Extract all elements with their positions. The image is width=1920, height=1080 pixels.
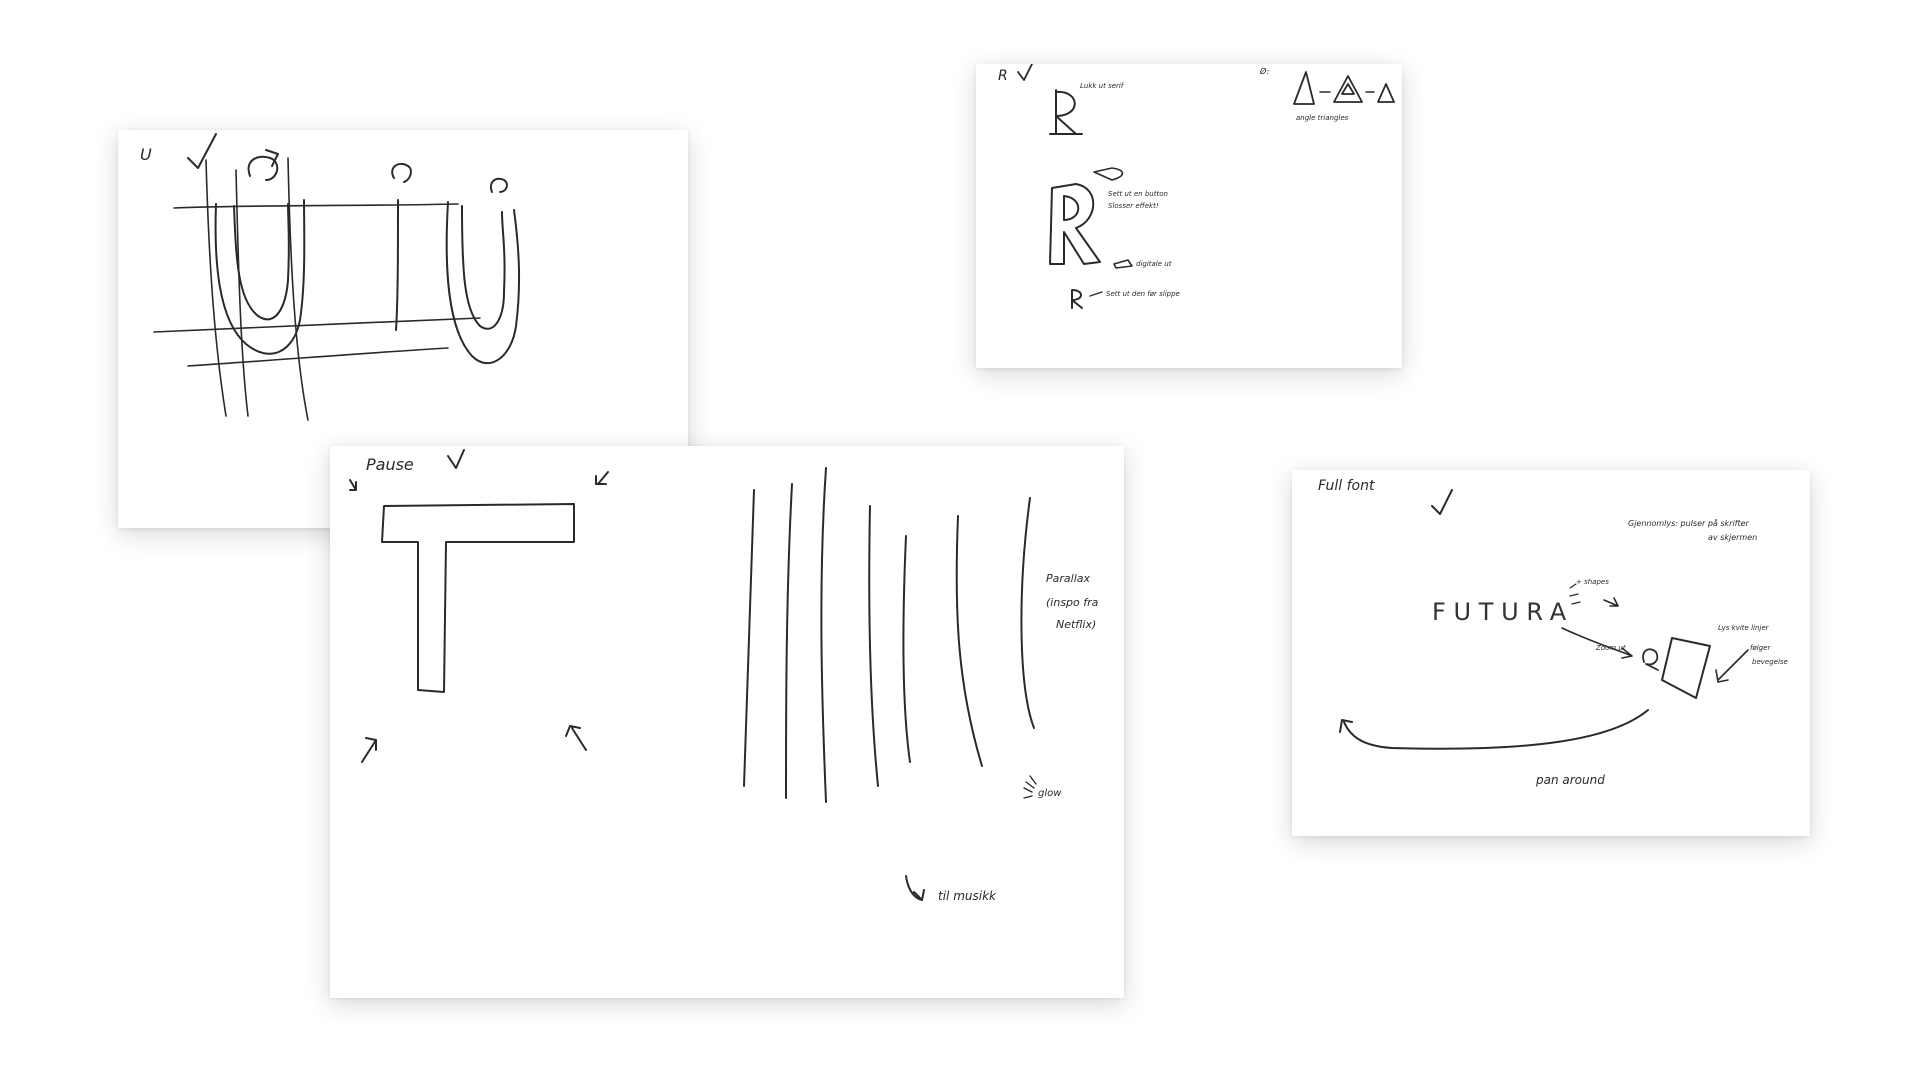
checkmark-icon bbox=[1431, 489, 1453, 515]
r-letter-large bbox=[1049, 183, 1101, 265]
note-serif: Lukk ut serif bbox=[1080, 82, 1125, 90]
u-sheet-label: U bbox=[140, 145, 152, 164]
note-lighting: av skjermen bbox=[1708, 533, 1757, 542]
note-parallax: Netflix) bbox=[1056, 618, 1096, 631]
arrow-icon bbox=[1561, 627, 1633, 659]
sketch-sheet-futura: Full font Gjennomlys: pulser på skrifter… bbox=[1292, 470, 1810, 836]
arrow-icon bbox=[1089, 291, 1103, 297]
sketch-sheet-t: Pause Parallax (inspo fra Netflix) glow … bbox=[330, 446, 1124, 998]
u-outline-inner bbox=[233, 203, 290, 321]
triangle-icon bbox=[1377, 83, 1395, 103]
r-sketch-drawing: R Lukk ut serif Sett ut en button Slosse… bbox=[998, 64, 1395, 309]
spark-icon bbox=[1569, 583, 1581, 605]
magnifier-icon bbox=[1642, 648, 1659, 671]
guide-line bbox=[287, 157, 309, 421]
parallax-line bbox=[785, 483, 793, 799]
note-button: Sett ut en button bbox=[1108, 190, 1168, 198]
checkmark-icon bbox=[187, 133, 217, 169]
rotate-arrow-icon bbox=[490, 177, 508, 193]
u-sketch-drawing: U bbox=[140, 133, 521, 421]
arrow-icon bbox=[1603, 597, 1619, 607]
futura-word: FUTURA bbox=[1432, 598, 1574, 626]
serif-icon bbox=[1113, 259, 1133, 269]
t-sketch-drawing: Pause Parallax (inspo fra Netflix) glow … bbox=[349, 449, 1099, 903]
u-outline-outer bbox=[214, 199, 306, 355]
r-sheet-label: R bbox=[998, 68, 1008, 84]
r-letter-small bbox=[1071, 289, 1083, 309]
stem-line bbox=[395, 199, 399, 331]
t-sheet-label: Pause bbox=[366, 455, 414, 474]
arrow-icon bbox=[1715, 649, 1749, 683]
note-box: følger bbox=[1750, 644, 1771, 652]
futura-sheet-label: Full font bbox=[1318, 478, 1375, 494]
parallax-line bbox=[1020, 497, 1035, 729]
t-letter-outline bbox=[381, 503, 575, 693]
square-shape bbox=[1661, 637, 1711, 699]
guide-line bbox=[187, 347, 449, 367]
serif-icon bbox=[1093, 167, 1124, 181]
arrow-icon bbox=[349, 479, 357, 491]
u-outline-inner bbox=[461, 205, 506, 330]
u-outline-outer bbox=[445, 201, 521, 365]
note-digital: Sett ut den før slippe bbox=[1106, 290, 1180, 298]
rotate-arrow-icon bbox=[265, 149, 279, 167]
checkmark-icon bbox=[1017, 64, 1033, 81]
note-zoom: Zoom ut bbox=[1595, 644, 1626, 652]
parallax-line bbox=[868, 505, 879, 787]
note-button: Slosser effekt! bbox=[1108, 202, 1159, 210]
r-letter-small bbox=[1049, 89, 1083, 135]
guide-line bbox=[173, 203, 459, 209]
note-digital: digitale ut bbox=[1136, 260, 1172, 268]
guide-line bbox=[205, 159, 227, 417]
sketch-sheet-r: R Lukk ut serif Sett ut en button Slosse… bbox=[976, 64, 1402, 368]
note-lighting: Gjennomlys: pulser på skrifter bbox=[1628, 518, 1750, 528]
guide-line bbox=[235, 169, 249, 417]
futura-sketch-drawing: Full font Gjennomlys: pulser på skrifter… bbox=[1318, 478, 1788, 787]
note-parallax: Parallax bbox=[1046, 572, 1090, 585]
parallax-line bbox=[820, 467, 827, 803]
guide-line bbox=[153, 317, 481, 333]
arrow-icon bbox=[565, 725, 587, 751]
arrow-icon bbox=[905, 875, 925, 901]
note-box: bevegelse bbox=[1752, 658, 1788, 666]
note-shapes: + shapes bbox=[1576, 578, 1609, 586]
rotate-arrow-icon bbox=[391, 162, 412, 183]
triangle-icon bbox=[1333, 75, 1363, 103]
checkmark-icon bbox=[447, 449, 465, 469]
note-triangle: Ø: bbox=[1259, 66, 1269, 76]
note-music: til musikk bbox=[938, 889, 997, 903]
rotate-arrow-icon bbox=[247, 155, 279, 181]
parallax-line bbox=[902, 535, 911, 763]
parallax-line bbox=[955, 515, 983, 767]
note-glow: glow bbox=[1038, 788, 1062, 799]
note-box: Lys kvite linjer bbox=[1718, 624, 1770, 632]
parallax-line bbox=[743, 489, 755, 787]
pan-arrow bbox=[1339, 709, 1649, 750]
arrow-icon bbox=[595, 471, 609, 485]
glow-icon bbox=[1023, 775, 1037, 799]
triangle-icon bbox=[1293, 71, 1315, 105]
note-angles: angle triangles bbox=[1296, 114, 1349, 122]
note-parallax: (inspo fra bbox=[1046, 596, 1099, 609]
arrow-icon bbox=[361, 737, 377, 763]
note-pan: pan around bbox=[1535, 773, 1605, 787]
